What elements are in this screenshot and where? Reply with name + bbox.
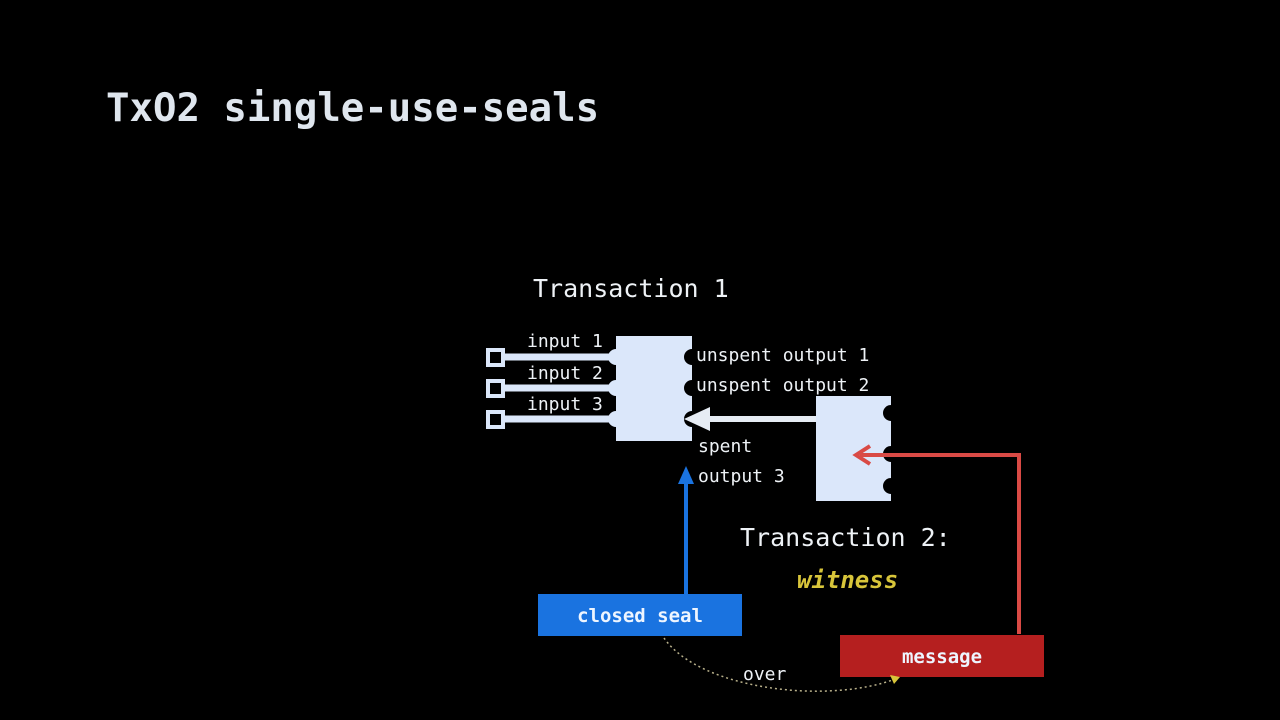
transaction-2-title: Transaction 2: xyxy=(740,523,951,552)
input-3-terminal xyxy=(486,410,505,429)
input-1-label: input 1 xyxy=(527,331,603,352)
over-label: over xyxy=(743,664,787,685)
unspent-output-1-label: unspent output 1 xyxy=(696,345,869,366)
input-3-label: input 3 xyxy=(527,394,603,415)
closed-seal-arrow xyxy=(678,466,694,594)
message-arrow xyxy=(852,444,1021,634)
message-box xyxy=(840,635,1044,677)
over-relation-arrowhead xyxy=(890,675,900,684)
spent-output-label-line-1: spent xyxy=(698,436,752,457)
message-label: message xyxy=(902,646,982,668)
spent-output-label-line-2: output 3 xyxy=(698,466,785,487)
over-relation-curve xyxy=(663,637,899,692)
slide-title: TxO2 single-use-seals xyxy=(106,86,600,131)
closed-seal-label: closed seal xyxy=(577,605,703,627)
closed-seal-box xyxy=(538,594,742,636)
transaction-1-input-wires xyxy=(504,353,616,423)
transaction-1-block xyxy=(608,336,692,441)
input-1-terminal xyxy=(486,348,505,367)
spend-arrow xyxy=(684,407,818,431)
transaction-1-title: Transaction 1 xyxy=(533,274,729,303)
input-2-terminal xyxy=(486,379,505,398)
unspent-output-2-label: unspent output 2 xyxy=(696,375,869,396)
witness-label: witness xyxy=(797,566,898,594)
transaction-2-block xyxy=(816,396,891,501)
input-2-label: input 2 xyxy=(527,363,603,384)
